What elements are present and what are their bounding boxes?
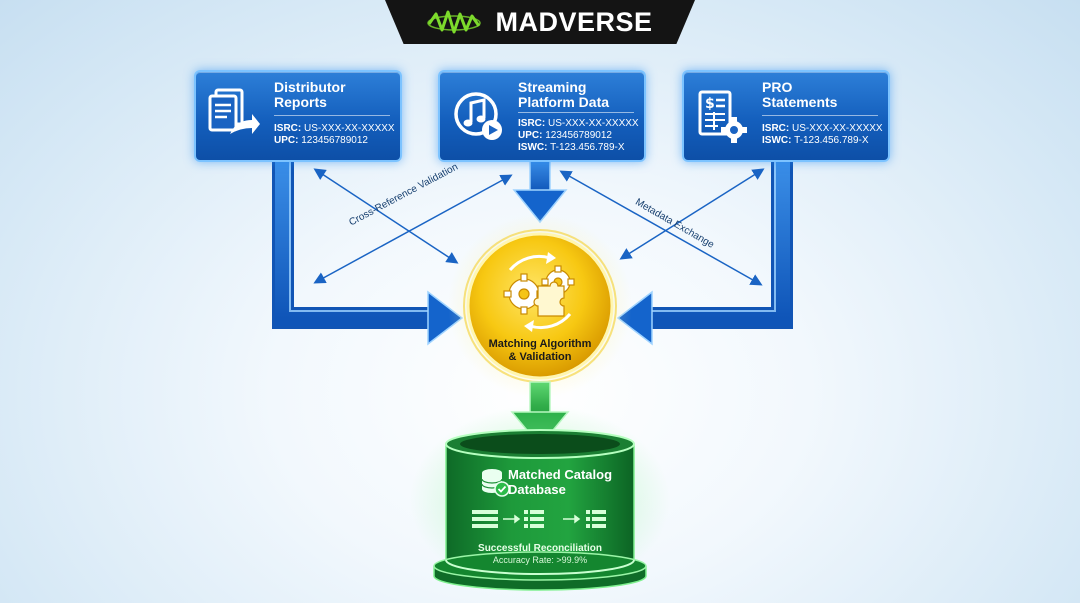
- matched-catalog-database: [410, 405, 670, 595]
- distributor-reports-card: Distributor Reports ISRC: US-XXX-XX-XXXX…: [194, 70, 402, 162]
- hub-label-line1: Matching Algorithm: [488, 338, 592, 350]
- record-matching-graphic: [472, 510, 606, 528]
- accuracy-rate: Accuracy Rate: >99.9%: [492, 555, 588, 565]
- puzzle-gears-icon: [503, 252, 575, 332]
- upc-line: UPC: 123456789012: [518, 130, 612, 141]
- cross-reference-arrows: [313, 168, 513, 284]
- metadata-exchange-arrows: [559, 168, 765, 286]
- brand-name: MADVERSE: [495, 6, 653, 37]
- svg-text:$: $: [705, 96, 715, 112]
- card-divider: [518, 112, 634, 113]
- card-title: PRO Statements: [762, 79, 838, 110]
- hub-label: Matching Algorithm & Validation: [470, 338, 610, 364]
- upc-line: UPC: 123456789012: [274, 135, 368, 146]
- pro-statements-card: $ PRO Statements ISRC: US-XXX-XX-XXXXX I…: [682, 70, 890, 162]
- distributor-flow-arrow: [272, 160, 464, 346]
- streaming-flow-arrow: [512, 159, 568, 224]
- streaming-platform-card: Streaming Platform Data ISRC: US-XXX-XX-…: [438, 70, 646, 162]
- documents-export-icon: [208, 88, 260, 134]
- database-title-line2: Database: [508, 482, 566, 497]
- card-title: Distributor Reports: [274, 79, 346, 110]
- iswc-line: ISWC: T-123.456.789-X: [518, 142, 625, 153]
- database-title-line1: Matched Catalog: [508, 467, 613, 482]
- hub-label-line2: & Validation: [508, 351, 572, 363]
- card-divider: [762, 115, 878, 116]
- waveform-logo-icon: [427, 10, 482, 34]
- card-title: Streaming Platform Data: [518, 79, 610, 110]
- iswc-line: ISWC: T-123.456.789-X: [762, 135, 869, 146]
- pro-flow-arrow: [616, 160, 793, 346]
- database-title: Matched Catalog Database: [508, 467, 648, 497]
- isrc-line: ISRC: US-XXX-XX-XXXXX: [762, 123, 883, 134]
- isrc-line: ISRC: US-XXX-XX-XXXXX: [518, 118, 639, 129]
- music-note-play-icon: [454, 92, 502, 140]
- database-check-icon: [481, 469, 510, 497]
- reconciliation-status: Successful Reconciliation: [478, 543, 602, 554]
- brand-banner: MADVERSE: [385, 0, 695, 44]
- isrc-line: ISRC: US-XXX-XX-XXXXX: [274, 123, 395, 134]
- statement-gear-icon: $: [698, 90, 747, 143]
- card-divider: [274, 115, 390, 116]
